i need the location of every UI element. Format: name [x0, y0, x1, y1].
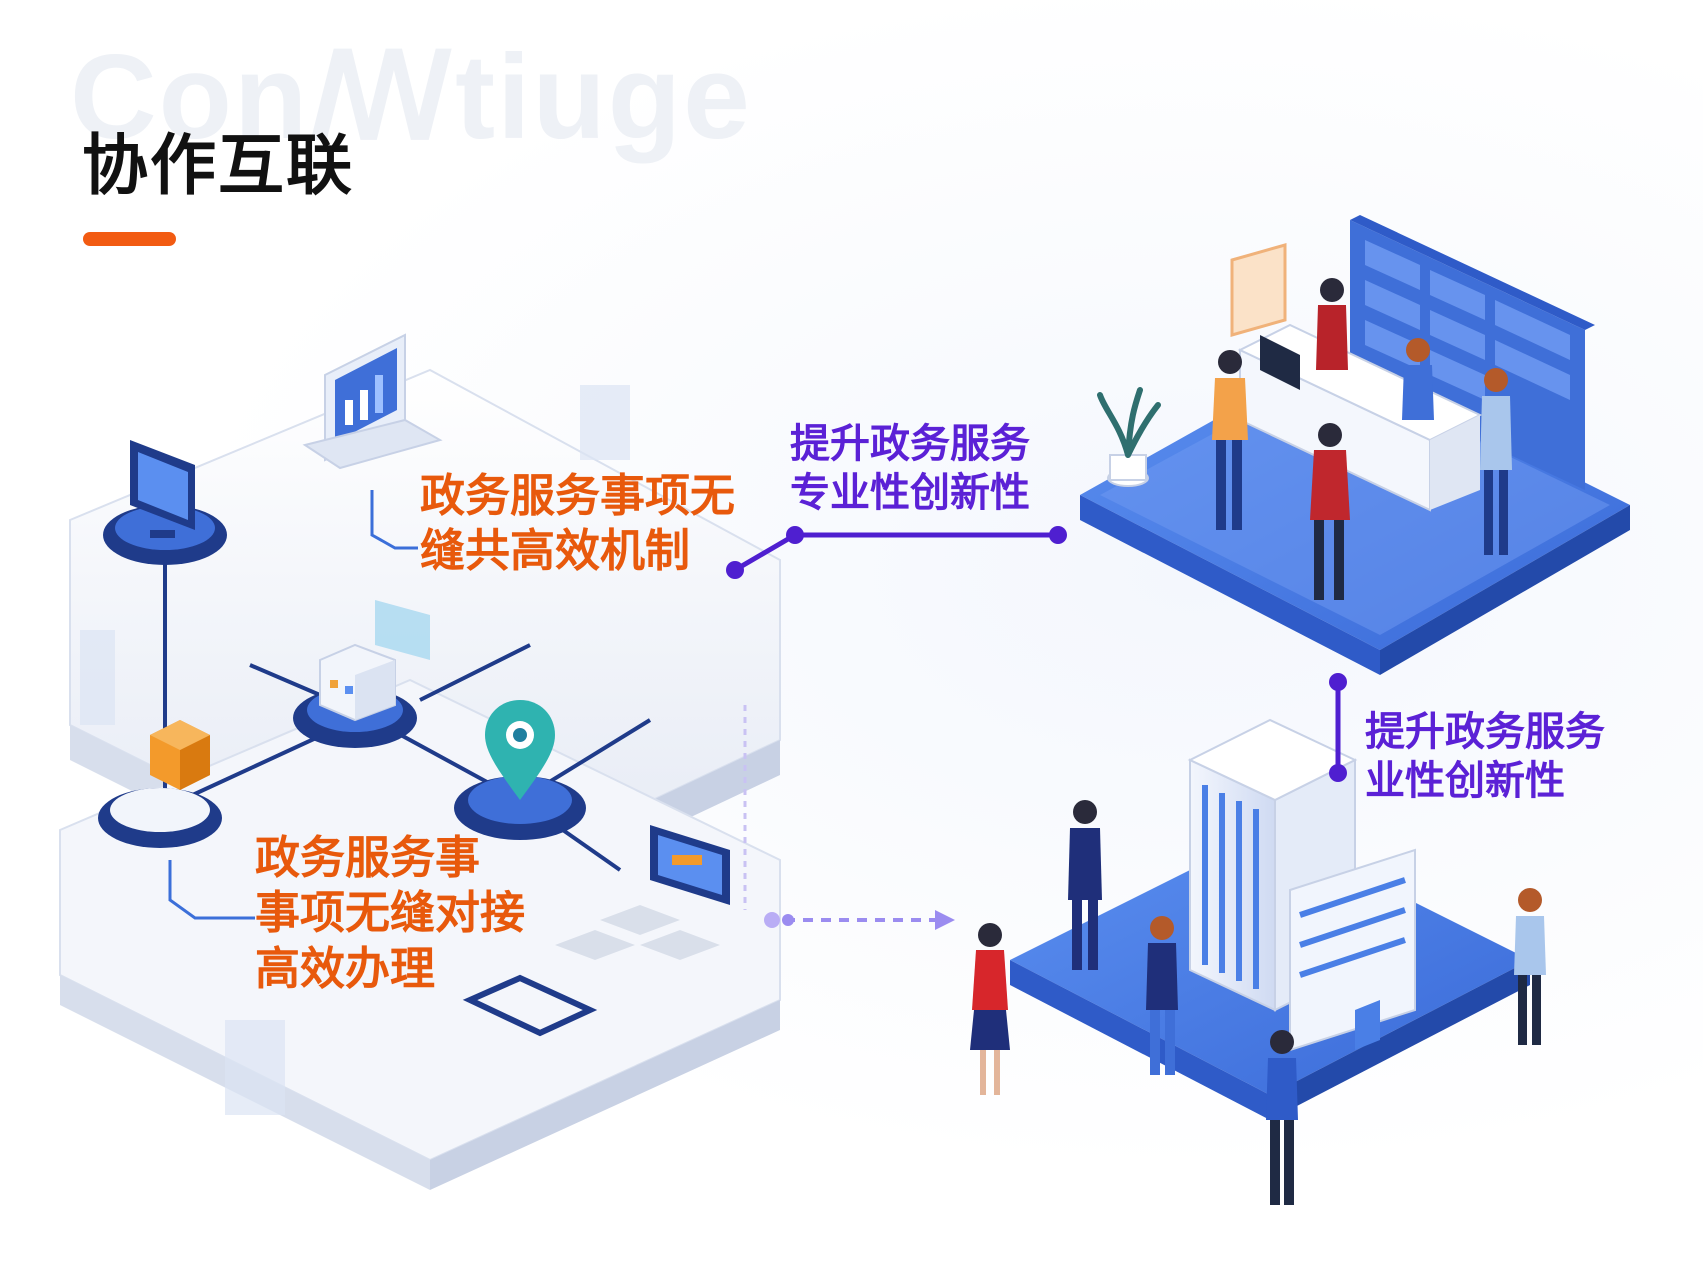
title-accent-bar [83, 232, 176, 246]
label-mechanism-line-1: 政务服务事项无 [420, 469, 736, 522]
package-icon [150, 720, 210, 790]
plant-icon [1097, 387, 1161, 487]
label-handling-line-2: 事项无缝对接 [255, 886, 526, 940]
building-icon [1187, 718, 1416, 1052]
person-icon [1310, 423, 1350, 600]
left-hub-illustration [59, 333, 781, 1190]
person-icon [1146, 916, 1178, 1075]
page-title: 协作互联 [82, 127, 354, 204]
person-icon [970, 923, 1010, 1095]
monitor-icon [650, 825, 730, 905]
label-mechanism-line-2: 缝共高效机制 [420, 524, 691, 578]
person-icon [1514, 888, 1546, 1045]
label-innovation-business: 提升政务服务 业性创新性 [1365, 708, 1605, 806]
label-handling: 政务服务事 事项无缝对接 高效办理 [255, 830, 525, 996]
watermark-text: Conꟿtiuge [70, 30, 752, 164]
label-mechanism: 政务服务事项无 缝共高效机制 [420, 468, 735, 579]
label-handling-line-1: 政务服务事 [255, 831, 481, 884]
label-handling-line-3: 高效办理 [255, 941, 436, 995]
person-icon [1480, 368, 1512, 555]
label-innovation-business-line-1: 提升政务服务 [1365, 709, 1605, 755]
server-icon [319, 643, 396, 722]
person-icon [1316, 278, 1348, 370]
person-icon [1402, 338, 1434, 420]
label-innovation-professional-line-2: 专业性创新性 [790, 470, 1030, 517]
person-icon [1212, 350, 1248, 530]
connector-lines [168, 490, 1347, 930]
label-innovation-professional: 提升政务服务 专业性创新性 [790, 420, 1030, 518]
label-innovation-professional-line-1: 提升政务服务 [790, 421, 1030, 467]
office-campus-illustration [970, 718, 1546, 1205]
person-icon [1068, 800, 1102, 970]
monitor-icon [130, 440, 195, 538]
location-pin-icon [485, 700, 555, 800]
person-icon [1266, 1030, 1298, 1205]
laptop-icon [302, 333, 443, 470]
service-hall-illustration [1080, 215, 1630, 675]
label-innovation-business-line-2: 业性创新性 [1365, 758, 1565, 805]
